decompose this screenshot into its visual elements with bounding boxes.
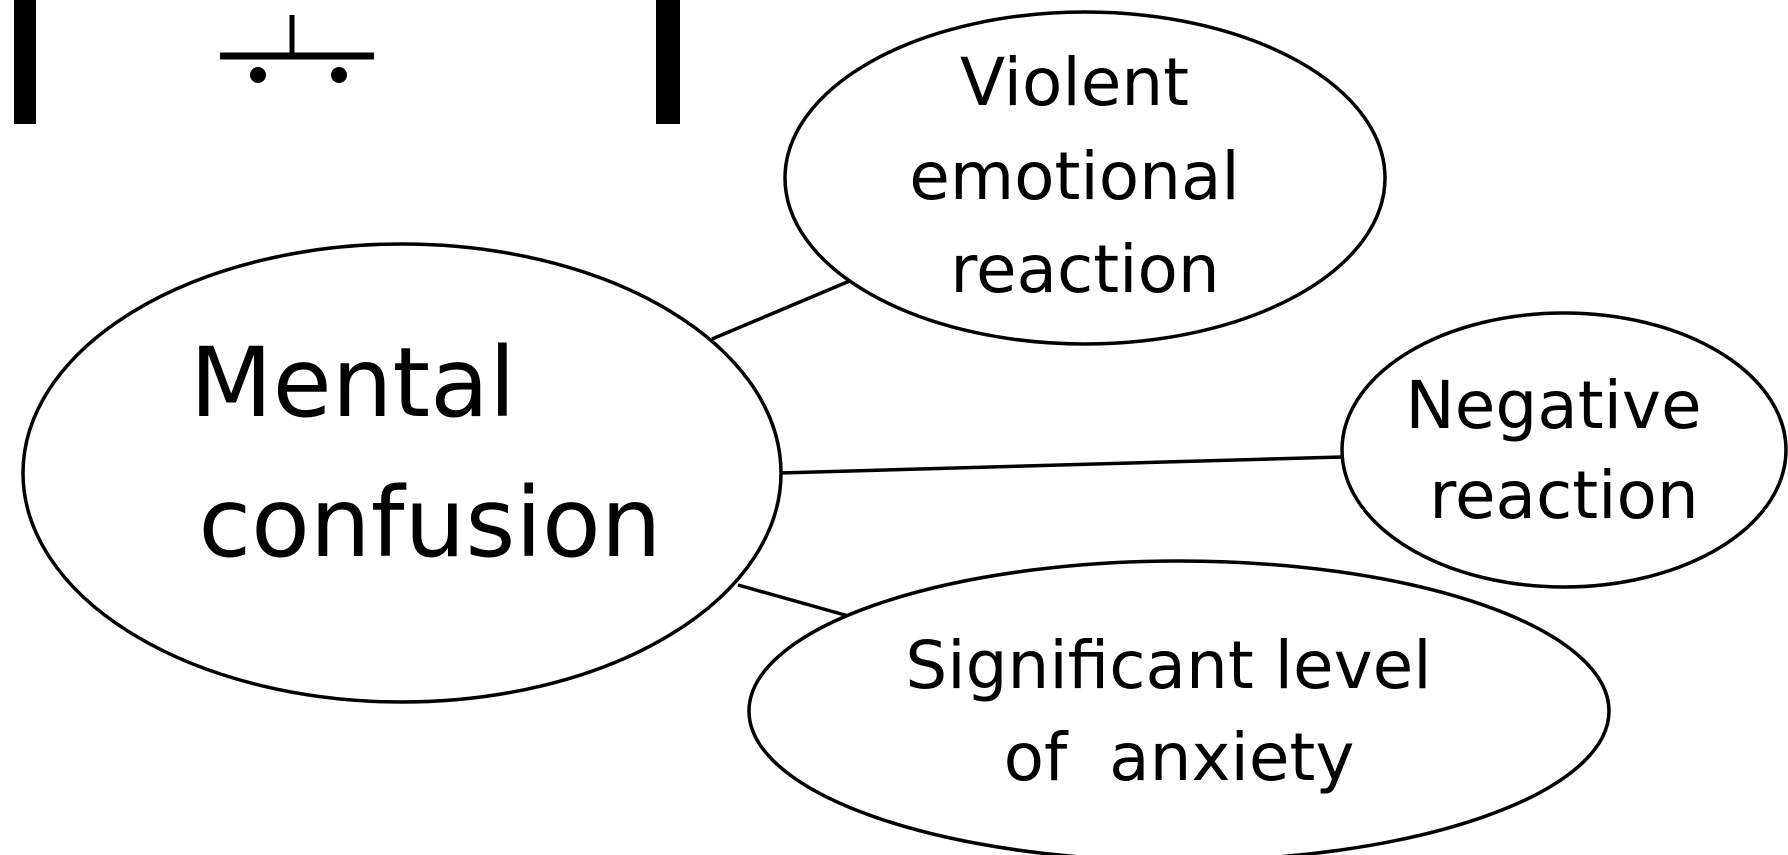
central-node-ellipse — [21, 242, 783, 704]
cropped-symbol-fragment — [14, 0, 680, 124]
edge-violent-emotional-reaction — [711, 278, 853, 341]
central-node-label: Mental confusion — [190, 327, 662, 579]
node-violent-line-1: Violent — [960, 44, 1189, 121]
node-violent-line-2: emotional — [909, 138, 1239, 215]
edge-significant-level-of-anxiety — [737, 583, 853, 619]
node-negative-reaction-label: Negative reaction — [1405, 367, 1722, 534]
connectors — [711, 278, 1343, 619]
central-node: Mental confusion — [21, 242, 783, 704]
node-negative-line-1: Negative — [1405, 367, 1701, 444]
central-node-line-2: confusion — [198, 467, 661, 579]
node-violent-emotional-reaction: Violent emotional reaction — [783, 10, 1387, 346]
node-negative-reaction: Negative reaction — [1340, 311, 1788, 589]
node-negative-line-2: reaction — [1429, 457, 1698, 534]
node-significant-level-of-anxiety: Significant level of anxiety — [747, 559, 1611, 855]
node-anxiety-line-2: of anxiety — [1004, 719, 1355, 796]
node-violent-emotional-reaction-label: Violent emotional reaction — [909, 44, 1260, 308]
left-bar — [14, 0, 36, 124]
node-violent-emotional-reaction-ellipse — [783, 10, 1387, 346]
node-violent-line-3: reaction — [950, 231, 1219, 308]
right-bar — [656, 0, 680, 124]
node-anxiety-line-1: Significant level — [905, 627, 1431, 704]
node-negative-reaction-ellipse — [1340, 311, 1788, 589]
node-significant-level-of-anxiety-ellipse — [747, 559, 1611, 855]
node-anxiety-label: Significant level of anxiety — [905, 627, 1452, 796]
central-node-line-1: Mental — [190, 327, 516, 439]
edge-negative-reaction — [779, 455, 1343, 475]
switch-icon — [220, 15, 374, 83]
